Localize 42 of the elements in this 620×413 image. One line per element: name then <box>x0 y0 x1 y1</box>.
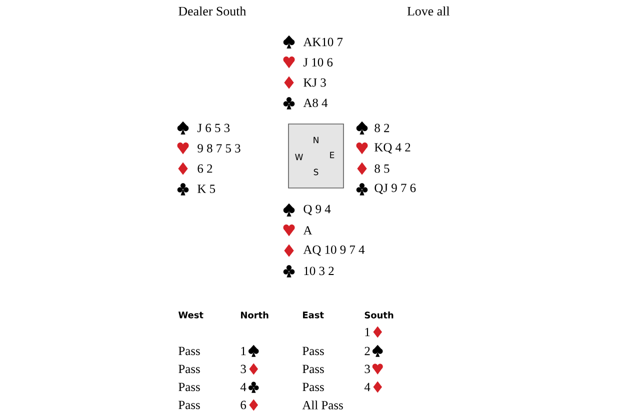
card-holding: 10 3 2 <box>304 266 334 276</box>
compass-letter: W <box>295 154 303 160</box>
vulnerability-label: Love all <box>407 6 450 16</box>
card-holding: K 5 <box>198 184 216 194</box>
call: Pass <box>178 400 200 410</box>
compass-letter: S <box>314 168 318 176</box>
card-holding: QJ 9 7 6 <box>374 184 416 194</box>
card-holding: J 10 6 <box>303 58 333 66</box>
card-holding: J 6 5 3 <box>197 124 230 132</box>
bidding-header: North <box>241 312 268 318</box>
call: All Pass <box>302 400 343 410</box>
card-holding: 6 2 <box>198 164 212 173</box>
card-holding: AK10 7 <box>303 38 343 46</box>
bid: 1 <box>241 346 246 356</box>
card-holding: A <box>303 226 312 234</box>
bidding-header: South <box>364 312 394 318</box>
bid: 4 <box>240 382 246 392</box>
card-holding: 8 5 <box>374 164 390 173</box>
call: Pass <box>302 364 324 374</box>
card-holding: Q 9 4 <box>304 204 331 216</box>
bid: 2 <box>364 346 370 356</box>
call: Pass <box>178 364 200 374</box>
card-holding: KJ 3 <box>304 78 326 87</box>
dealer-label: Dealer South <box>178 6 246 16</box>
compass-letter: E <box>330 152 334 158</box>
card-holding: A8 4 <box>303 98 328 108</box>
card-holding: 8 2 <box>374 124 390 132</box>
bidding-header: West <box>178 312 204 318</box>
call: Pass <box>302 346 324 356</box>
bid: 1 <box>365 328 370 336</box>
call: Pass <box>178 382 200 392</box>
card-holding: AQ 10 9 7 4 <box>303 245 365 256</box>
compass-letter: N <box>314 136 318 144</box>
bid: 3 <box>364 364 370 374</box>
bidding-header: East <box>303 312 324 318</box>
call: Pass <box>302 382 324 392</box>
call: Pass <box>178 346 200 356</box>
bid: 4 <box>364 382 370 392</box>
card-holding: KQ 4 2 <box>374 143 410 154</box>
bid: 3 <box>240 364 246 374</box>
bid: 6 <box>240 400 246 410</box>
card-holding: 9 8 7 5 3 <box>198 144 240 152</box>
